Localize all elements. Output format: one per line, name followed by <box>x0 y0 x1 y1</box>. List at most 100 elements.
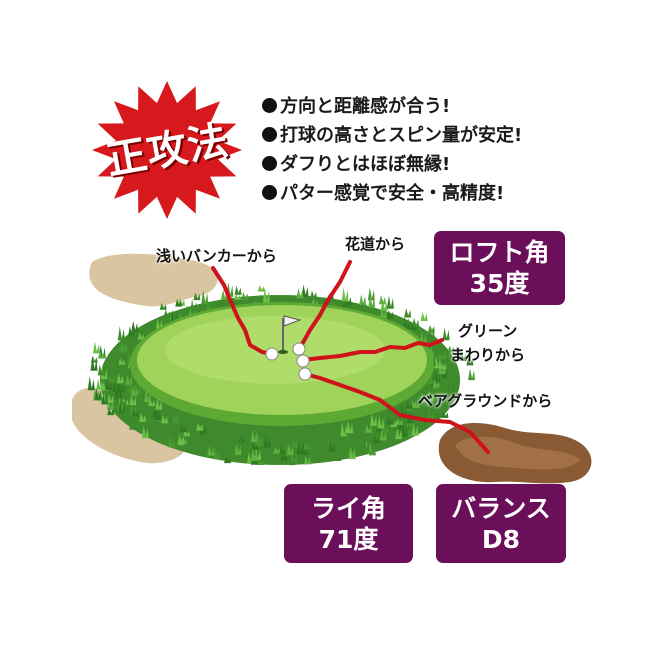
grass-tuft <box>234 438 242 445</box>
grass-tuft <box>101 394 109 405</box>
grass-tuft <box>213 447 221 460</box>
grass-tuft <box>224 456 232 464</box>
grass-tuft <box>198 438 206 446</box>
grass-tuft <box>422 398 430 407</box>
grass-tuft <box>257 458 265 466</box>
grass-tuft <box>365 424 373 433</box>
grass-tuft <box>124 358 132 373</box>
ball-icon <box>292 342 306 356</box>
grass-tuft <box>360 302 368 310</box>
grass-tuft <box>148 399 156 406</box>
benefit-item: 打球の高さとスピン量が安定! <box>262 121 522 150</box>
ball-icon <box>296 354 310 368</box>
spec-loft-value: 35度 <box>469 269 530 298</box>
starburst-badge <box>87 76 247 224</box>
grass-tuft <box>262 287 270 303</box>
grass-tuft <box>451 385 459 401</box>
grass-tuft <box>419 392 427 403</box>
grass-tuft <box>92 341 100 354</box>
grass-tuft <box>129 394 137 406</box>
spec-loft: ロフト角 35度 <box>434 231 565 305</box>
grass-tuft <box>468 368 476 381</box>
grass-tuft <box>118 357 126 365</box>
grass-tuft <box>427 326 435 334</box>
grass-tuft <box>97 350 105 359</box>
grass-tuft <box>241 291 249 301</box>
shot-line-bare-ground <box>303 372 490 454</box>
grass-tuft <box>234 443 242 455</box>
benefit-item: ダフりとはほぼ無縁! <box>262 150 522 179</box>
ball-icon <box>265 347 279 361</box>
spec-loft-label: ロフト角 <box>449 238 550 267</box>
grass-tuft <box>296 287 304 299</box>
grass-tuft <box>94 387 102 400</box>
grass-tuft <box>133 383 141 394</box>
grass-tuft <box>256 432 264 446</box>
grass-tuft <box>107 407 115 416</box>
bullet-icon <box>262 185 277 200</box>
grass-tuft <box>130 387 138 396</box>
callout-bare-ground: ベアグラウンドから <box>418 392 553 410</box>
grass-tuft <box>129 417 137 430</box>
callout-around-green-line2: まわりから <box>450 346 526 364</box>
grass-tuft <box>155 398 163 410</box>
grass-tuft <box>119 398 127 406</box>
grass-tuft <box>410 323 418 330</box>
grass-tuft <box>114 363 122 377</box>
bunker-icon <box>89 253 218 307</box>
grass-tuft <box>288 456 296 466</box>
grass-tuft <box>328 442 336 452</box>
grass-tuft <box>100 366 108 380</box>
grass-tuft <box>454 345 462 361</box>
grass-tuft <box>154 408 162 421</box>
grass-tuft <box>379 429 387 441</box>
grass-tuft <box>291 438 299 448</box>
balls <box>265 342 312 381</box>
grass-tuft <box>175 298 183 307</box>
grass-tuft <box>159 302 167 310</box>
grass-tuft <box>442 327 450 341</box>
grass-tuft <box>303 455 311 465</box>
grass-tuft <box>402 317 410 325</box>
grass-tuft <box>104 379 112 390</box>
grass-tuft <box>347 443 355 452</box>
shot-line-around-green <box>301 338 444 362</box>
grass-tuft <box>459 352 467 361</box>
grass-tuft <box>379 294 387 305</box>
grass-tuft <box>179 436 187 444</box>
grass-tuft <box>346 419 354 434</box>
grass-tuft <box>137 332 145 340</box>
grass-tuft <box>118 400 126 414</box>
grass-tuft <box>303 441 311 450</box>
callout-shallow-bunker: 浅いバンカーから <box>156 247 277 265</box>
spec-balance: バランス D8 <box>436 484 566 563</box>
spec-lie-value: 71度 <box>318 524 379 554</box>
bare-ground-highlight <box>455 436 580 470</box>
benefit-item: パター感覚で安全・高精度! <box>262 179 522 208</box>
grass-tuft <box>250 429 258 442</box>
grass-tuft <box>155 318 163 329</box>
grass-tuft <box>386 295 394 309</box>
grass-tuft <box>439 362 447 370</box>
grass-tuft <box>301 443 309 456</box>
grass-tuft <box>296 439 304 454</box>
grass-tuft <box>96 378 104 390</box>
grass-tuft <box>395 427 403 440</box>
grass-tuft <box>201 289 209 305</box>
grass-tuft <box>273 446 281 454</box>
grass-tuft <box>404 308 412 318</box>
grass-tuft <box>412 317 420 327</box>
grass-tuft <box>437 352 445 359</box>
grass-tuft <box>199 422 207 435</box>
grass-tuft <box>141 425 149 439</box>
grass-tuft <box>420 311 428 322</box>
grass-tuft <box>386 415 394 425</box>
grass-tuft <box>445 351 453 363</box>
grass-tuft <box>150 399 158 411</box>
grass-tuft <box>367 287 375 301</box>
grass-tuft <box>372 436 380 444</box>
shot-line-bunker <box>211 266 274 356</box>
grass-tuft <box>310 290 318 299</box>
grass-tuft <box>226 433 234 448</box>
